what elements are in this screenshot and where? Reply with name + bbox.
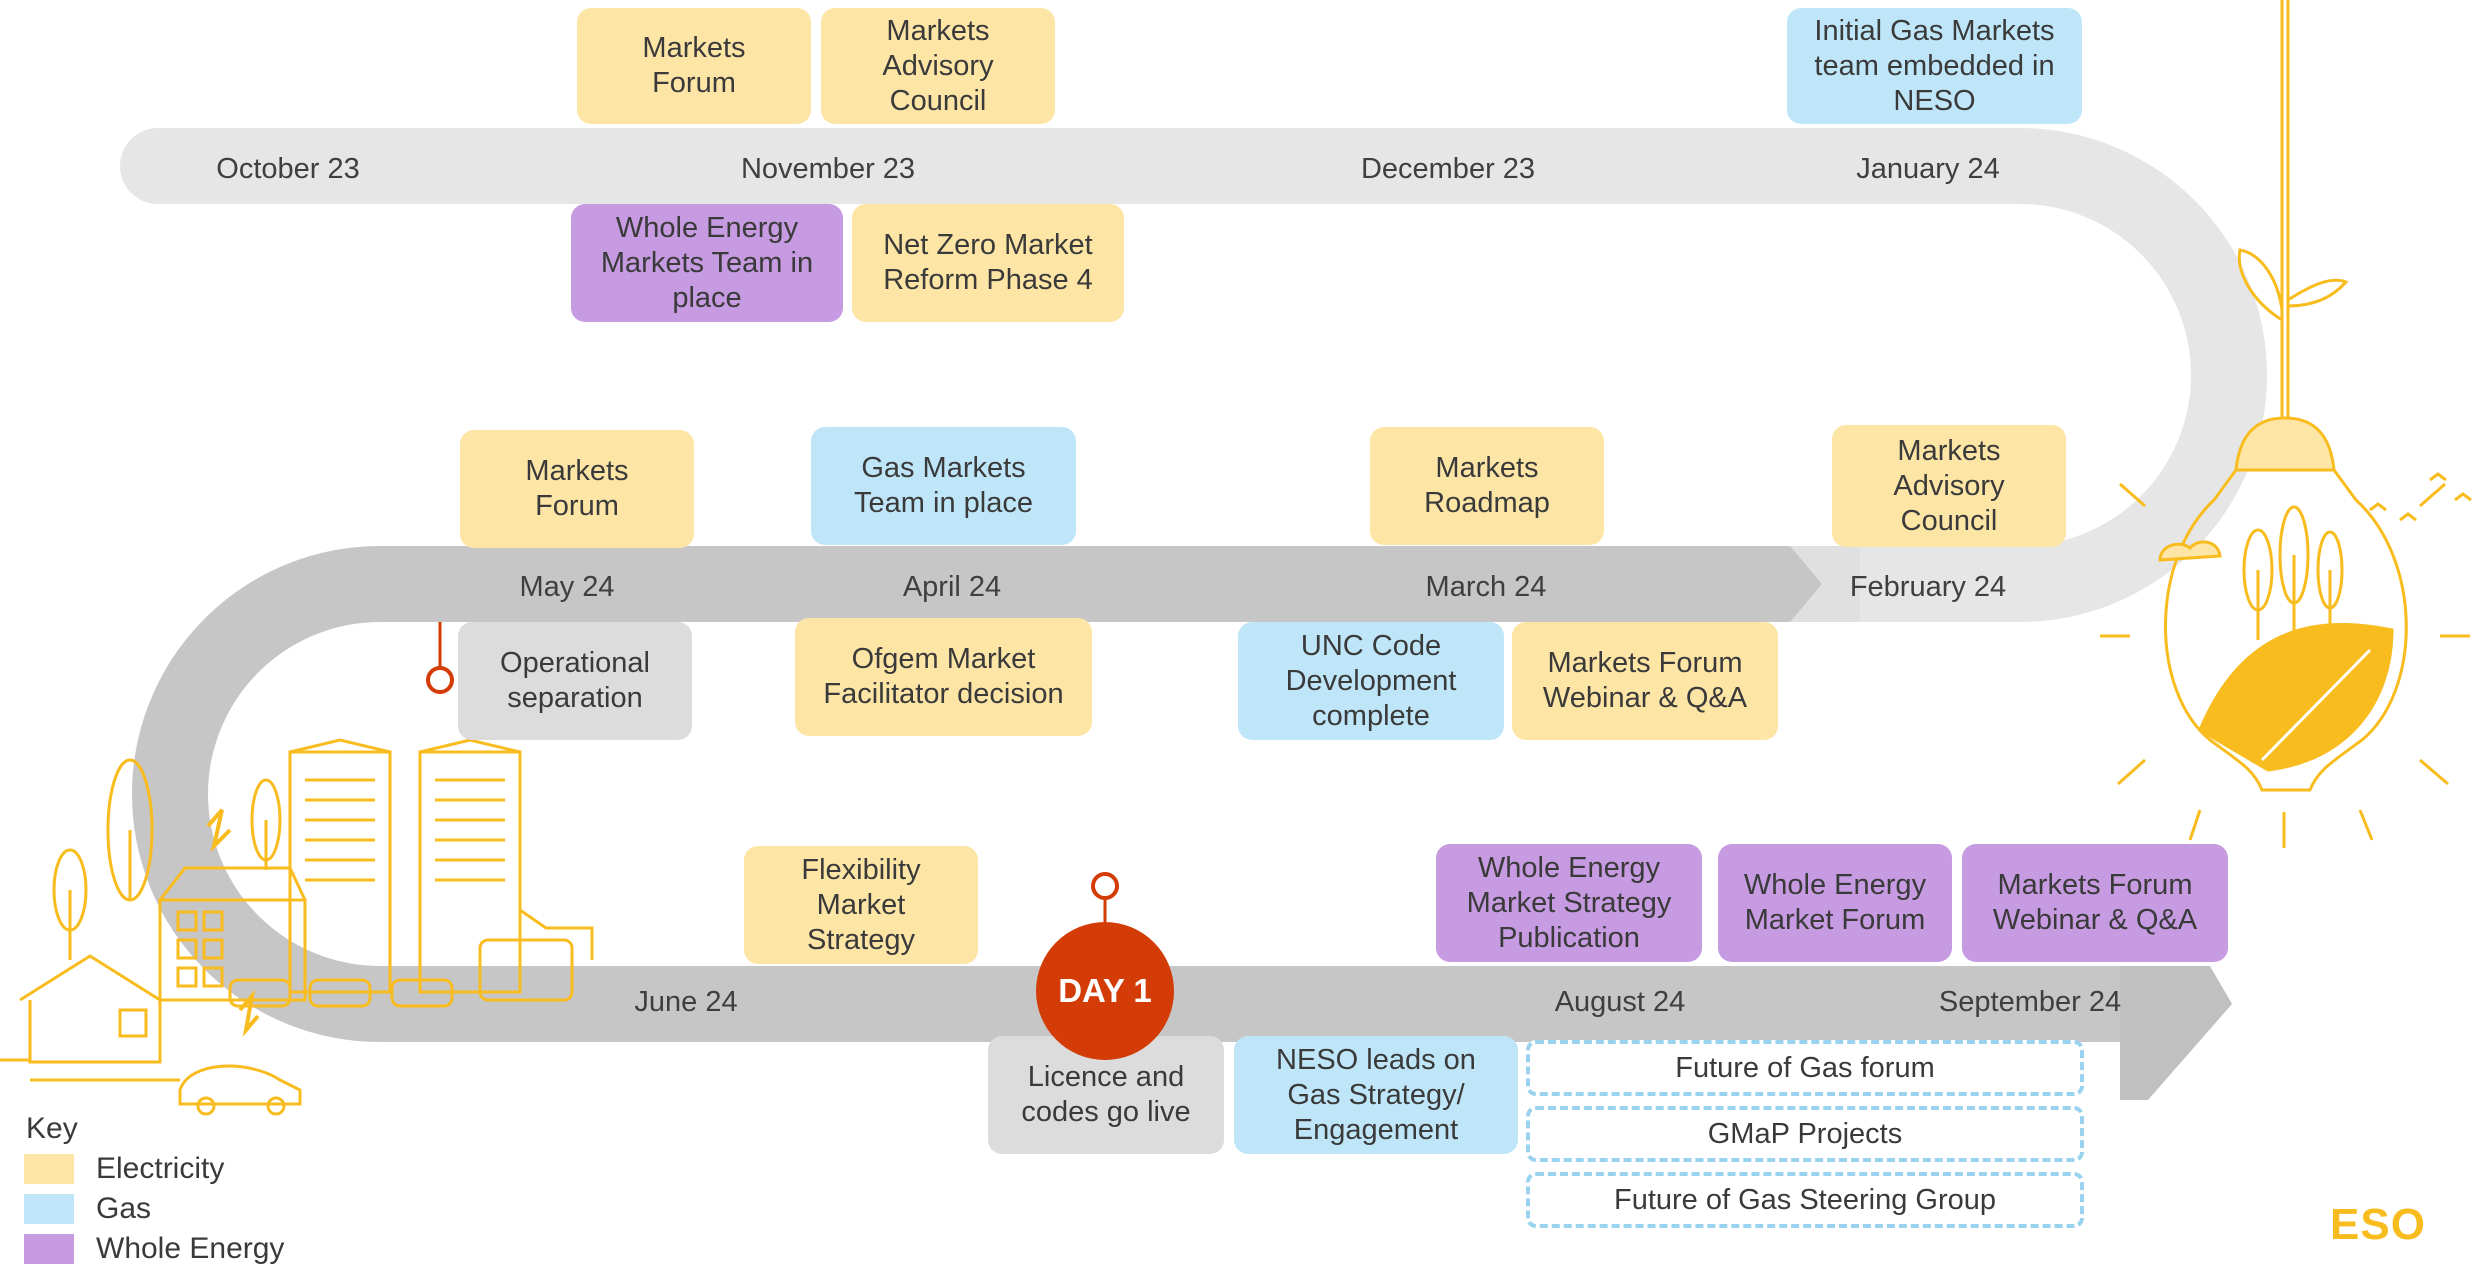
lightbulb-icon bbox=[2100, 0, 2472, 848]
key-label-electricity: Electricity bbox=[96, 1152, 225, 1185]
month-december-23: December 23 bbox=[1360, 153, 1536, 185]
milestone-future-gas-forum: Future of Gas forum bbox=[1526, 1040, 2084, 1096]
milestone-markets-forum-nov: Markets Forum bbox=[577, 8, 811, 124]
day1-marker: DAY 1 bbox=[1036, 922, 1174, 1060]
month-march-24: March 24 bbox=[1425, 571, 1547, 603]
electricity-swatch bbox=[24, 1154, 74, 1184]
milestone-unc-code: UNC Code Development complete bbox=[1238, 622, 1504, 740]
milestone-gas-team-embedded: Initial Gas Markets team embedded in NES… bbox=[1787, 8, 2082, 124]
road-arrow-head bbox=[2120, 966, 2232, 1100]
milestone-nzmr-phase4: Net Zero Market Reform Phase 4 bbox=[852, 204, 1124, 322]
milestone-operational-separation: Operational separation bbox=[458, 622, 692, 740]
key-row-gas: Gas bbox=[24, 1192, 151, 1226]
eso-logo: ESO bbox=[2330, 1200, 2426, 1249]
month-april-24: April 24 bbox=[902, 571, 1002, 603]
whole-energy-swatch bbox=[24, 1234, 74, 1264]
key-label-whole-energy: Whole Energy bbox=[96, 1232, 285, 1265]
road-top-lane bbox=[120, 128, 2267, 622]
month-october-23: October 23 bbox=[216, 153, 360, 185]
month-february-24: February 24 bbox=[1849, 571, 2007, 603]
key-title: Key bbox=[26, 1112, 78, 1145]
key-label-gas: Gas bbox=[96, 1192, 152, 1225]
key-row-electricity: Electricity bbox=[24, 1152, 224, 1186]
road-notch-point bbox=[1780, 546, 1822, 622]
milestone-advisory-council-nov: Markets Advisory Council bbox=[821, 8, 1055, 124]
milestone-we-strategy-publication: Whole Energy Market Strategy Publication bbox=[1436, 844, 1702, 962]
milestone-neso-gas-strategy: NESO leads on Gas Strategy/ Engagement bbox=[1234, 1036, 1518, 1154]
milestone-we-market-forum: Whole Energy Market Forum bbox=[1718, 844, 1952, 962]
city-illustration-icon bbox=[0, 738, 594, 1116]
milestone-licence-codes: Licence and codes go live bbox=[988, 1036, 1224, 1154]
gas-swatch bbox=[24, 1194, 74, 1224]
milestone-future-gas-steering: Future of Gas Steering Group bbox=[1526, 1172, 2084, 1228]
milestone-markets-roadmap: Markets Roadmap bbox=[1370, 427, 1604, 545]
milestone-ofgem-decision: Ofgem Market Facilitator decision bbox=[795, 618, 1092, 736]
month-august-24: August 24 bbox=[1554, 986, 1686, 1018]
month-september-24: September 24 bbox=[1938, 986, 2122, 1018]
milestone-advisory-council-feb: Markets Advisory Council bbox=[1832, 425, 2066, 547]
milestone-forum-webinar-mar: Markets Forum Webinar & Q&A bbox=[1512, 622, 1778, 740]
month-june-24: June 24 bbox=[634, 986, 738, 1018]
milestone-gas-markets-team: Gas Markets Team in place bbox=[811, 427, 1076, 545]
key-row-whole-energy: Whole Energy bbox=[24, 1232, 284, 1266]
milestone-forum-webinar-sep: Markets Forum Webinar & Q&A bbox=[1962, 844, 2228, 962]
month-january-24: January 24 bbox=[1856, 153, 2000, 185]
milestone-gmap-projects: GMaP Projects bbox=[1526, 1106, 2084, 1162]
day1-pin-head bbox=[1091, 872, 1119, 900]
milestone-whole-energy-team: Whole Energy Markets Team in place bbox=[571, 204, 843, 322]
milestone-flexibility-strategy: Flexibility Market Strategy bbox=[744, 846, 978, 964]
month-may-24: May 24 bbox=[519, 571, 615, 603]
separation-pin-head bbox=[426, 666, 454, 694]
month-november-23: November 23 bbox=[740, 153, 916, 185]
milestone-markets-forum-may: Markets Forum bbox=[460, 430, 694, 548]
